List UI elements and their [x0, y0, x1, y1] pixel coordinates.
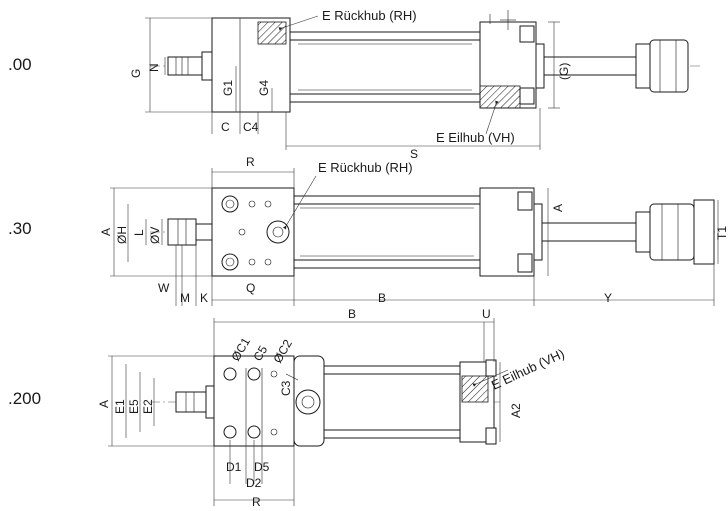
label-D5: D5	[254, 460, 270, 474]
label-OV: ØV	[148, 227, 162, 244]
callout-eilhub-top: E Eilhub (VH)	[436, 130, 515, 145]
label-S: S	[410, 147, 418, 161]
label-E1: E1	[113, 399, 127, 414]
view-30	[110, 168, 719, 306]
label-N: N	[147, 63, 161, 72]
view-code-200: .200	[8, 389, 41, 408]
label-C4: C4	[243, 120, 259, 134]
label-T1: T1	[715, 226, 728, 240]
label-L: L	[132, 229, 146, 236]
label-G1: G1	[221, 80, 235, 96]
label-Q: Q	[246, 281, 255, 295]
callout-rueckhub-mid: E Rückhub (RH)	[318, 160, 413, 175]
view-code-00: .00	[8, 55, 32, 74]
label-D1: D1	[226, 460, 242, 474]
label-A-right: A	[551, 204, 565, 212]
label-C3: C3	[279, 380, 293, 396]
label-D2: D2	[246, 476, 262, 490]
label-A-left: A	[99, 228, 113, 236]
label-G: G	[129, 69, 143, 78]
label-C5: C5	[250, 343, 270, 364]
label-K: K	[200, 291, 208, 305]
label-Y: Y	[604, 291, 612, 305]
label-OH: ØH	[115, 226, 129, 244]
view-code-30: .30	[8, 219, 32, 238]
label-A-bot: A	[97, 400, 111, 408]
label-R-mid: R	[246, 155, 255, 169]
label-E2: E2	[141, 399, 155, 414]
label-G4: G4	[257, 80, 271, 96]
label-G-paren: (G)	[557, 63, 571, 80]
view-00	[145, 10, 700, 150]
label-U: U	[482, 307, 491, 321]
label-B-mid: B	[378, 291, 386, 305]
label-A2: A2	[509, 403, 523, 418]
label-R-bot: R	[252, 495, 261, 509]
label-E5: E5	[127, 399, 141, 414]
view-200	[108, 318, 509, 506]
label-W: W	[158, 281, 170, 295]
label-M: M	[180, 291, 190, 305]
callout-rueckhub-top: E Rückhub (RH)	[322, 8, 417, 23]
callout-eilhub-bot: E Eilhub (VH)	[489, 346, 567, 393]
label-C: C	[221, 120, 230, 134]
label-B-bot: B	[348, 307, 356, 321]
